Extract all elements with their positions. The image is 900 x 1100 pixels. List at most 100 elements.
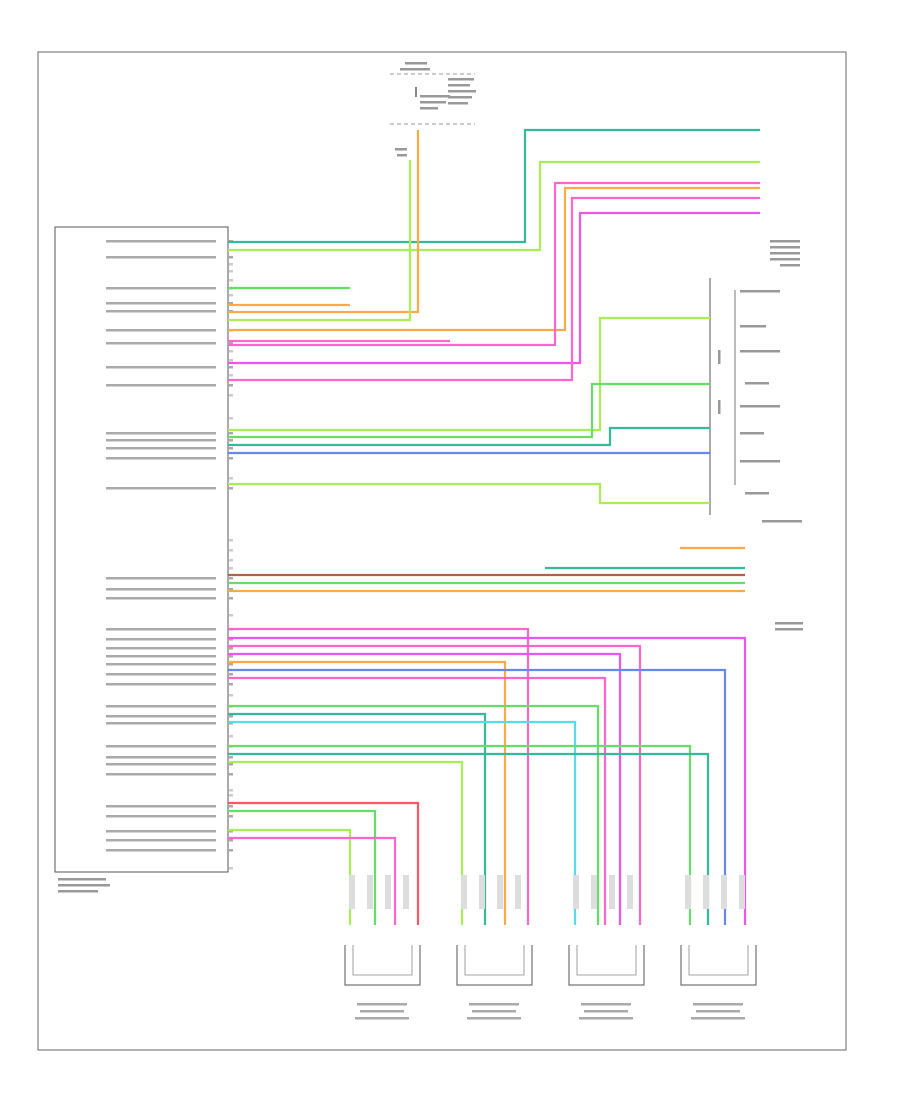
bottom-module-pin-label — [515, 875, 521, 909]
bottom-module-inner — [576, 945, 637, 976]
bottom-module-pin-label — [461, 875, 467, 909]
blurred-label — [467, 1017, 521, 1020]
wire-2 — [228, 160, 760, 252]
pin-label — [106, 588, 216, 591]
wire-10 — [228, 382, 710, 439]
pin-number — [229, 559, 233, 562]
wire-low-11 — [228, 744, 692, 925]
wire-low-2 — [228, 636, 747, 925]
module-box-label — [58, 878, 110, 893]
pin-number — [229, 715, 233, 718]
bottom-module-pin-label — [609, 875, 615, 909]
top-connector — [390, 62, 476, 157]
module-pin-labels — [106, 240, 233, 870]
pin-number — [229, 849, 233, 852]
blurred-label — [581, 1003, 631, 1006]
pin-number — [229, 588, 233, 591]
blurred-label — [360, 1010, 404, 1013]
bottom-module-pin-label — [403, 875, 409, 909]
bottom-module-pin-label — [591, 875, 597, 909]
pin-number — [229, 830, 233, 833]
wire-low-17 — [228, 836, 397, 925]
wire-5 — [228, 211, 760, 365]
pin-number — [229, 263, 233, 266]
pin-label — [106, 628, 216, 631]
blurred-label — [693, 1003, 743, 1006]
wire-low-14 — [228, 801, 420, 925]
pin-label — [106, 329, 216, 332]
pin-number — [229, 279, 233, 282]
diagram-frame — [37, 51, 847, 1051]
pin-number — [229, 394, 233, 397]
pin-number — [229, 366, 233, 369]
pin-number — [229, 839, 233, 842]
pin-number — [229, 384, 233, 387]
pin-number — [229, 789, 233, 792]
pin-label — [106, 432, 216, 435]
wire-low-10 — [228, 720, 577, 925]
pin-number — [229, 815, 233, 818]
pin-number — [229, 694, 233, 697]
bottom-module-pin-label — [739, 875, 745, 909]
blurred-label — [357, 1003, 407, 1006]
pin-label — [106, 745, 216, 748]
bottom-module-pin-label — [627, 875, 633, 909]
pin-label — [106, 366, 216, 369]
blurred-label — [584, 1010, 628, 1013]
bottom-module-3 — [568, 945, 645, 986]
blurred-label — [355, 1017, 409, 1020]
pin-label — [106, 577, 216, 580]
pin-number — [229, 539, 233, 542]
pin-number — [229, 567, 233, 570]
pin-label — [106, 240, 216, 243]
pin-number — [229, 756, 233, 759]
pin-number — [229, 447, 233, 450]
pin-label — [106, 705, 216, 708]
pin-label — [106, 302, 216, 305]
pin-label — [106, 683, 216, 686]
bottom-module-1 — [344, 945, 421, 986]
bottom-module-pin-label — [703, 875, 709, 909]
bottom-module-pin-label — [497, 875, 503, 909]
wire-low-8 — [228, 704, 600, 925]
bottom-module-4 — [680, 945, 757, 986]
blurred-label — [469, 1003, 519, 1006]
pin-label — [106, 647, 216, 650]
pin-number — [229, 439, 233, 442]
wire-8 — [228, 160, 412, 322]
wire-6 — [228, 196, 760, 382]
pin-number — [229, 673, 233, 676]
bottom-module-pin-label — [479, 875, 485, 909]
pin-label — [106, 447, 216, 450]
pin-number — [229, 302, 233, 305]
pin-number — [229, 638, 233, 641]
pin-number — [229, 763, 233, 766]
blurred-label — [579, 1017, 633, 1020]
pin-label — [106, 638, 216, 641]
pin-number — [229, 487, 233, 490]
wire-3 — [228, 186, 760, 332]
pin-label — [106, 715, 216, 718]
wire-low-16 — [228, 828, 352, 925]
pin-number — [229, 350, 233, 353]
pin-number — [229, 256, 233, 259]
wire-low-1 — [228, 627, 530, 925]
pin-number — [229, 597, 233, 600]
wire-low-13 — [228, 760, 464, 925]
wire-low-6 — [228, 668, 727, 925]
pin-number — [229, 270, 233, 273]
bottom-module-inner — [352, 945, 413, 976]
pin-label — [106, 849, 216, 852]
pin-label — [106, 597, 216, 600]
wire-low-15 — [228, 809, 377, 925]
pin-label — [106, 487, 216, 490]
wire-low-4 — [228, 652, 622, 925]
pin-number — [229, 722, 233, 725]
blurred-label — [691, 1017, 745, 1020]
wire-4 — [228, 181, 760, 347]
pin-number — [229, 342, 233, 345]
pin-label — [106, 830, 216, 833]
wire-low-3 — [228, 644, 642, 925]
pin-label — [106, 839, 216, 842]
